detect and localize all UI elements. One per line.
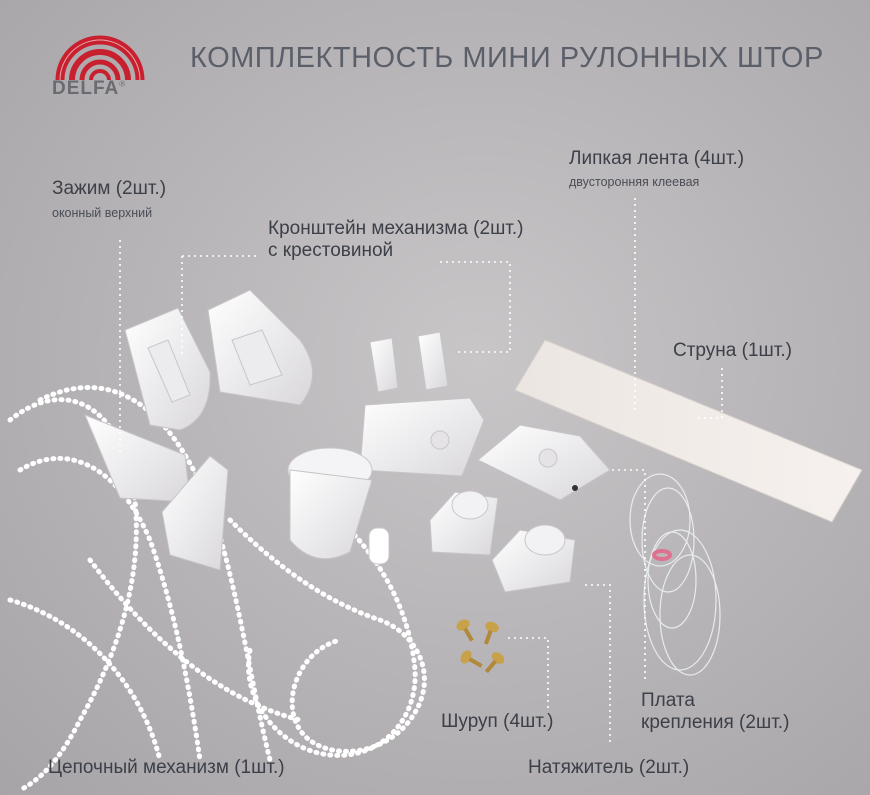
label-bracket-line1: Кронштейн механизма (2шт.)	[268, 218, 524, 239]
roller-mechanism	[287, 447, 390, 565]
adhesive-tape	[514, 339, 863, 523]
label-tape-note: двусторонняя клеевая	[569, 175, 700, 189]
label-clamp-note: оконный верхний	[52, 206, 153, 220]
label-clamp: Зажим (2шт.)	[52, 178, 167, 199]
label-chain: Цепочный механизм (1шт.)	[48, 757, 285, 778]
registered-mark: ®	[119, 79, 127, 89]
label-bracket-line2: с крестовиной	[268, 240, 394, 261]
delfa-logo	[48, 24, 158, 108]
label-tape: Липкая лента (4шт.)	[569, 148, 745, 169]
clamp-part	[84, 289, 313, 571]
label-plate-line2: крепления (2шт.)	[641, 712, 790, 733]
tensioner-part	[429, 490, 576, 593]
cross-piece	[369, 331, 449, 393]
brand-word: DELFA	[52, 78, 120, 99]
page-title: КОМПЛЕКТНОСТЬ МИНИ РУЛОННЫХ ШТОР	[190, 42, 824, 74]
screws	[456, 619, 505, 674]
brand-name: DELFA®	[52, 78, 126, 100]
delfa-logo-mark-icon	[55, 35, 145, 81]
string-coil	[629, 473, 721, 676]
label-plate-line1: Плата	[641, 690, 695, 711]
label-string: Струна (1шт.)	[673, 340, 792, 361]
label-screw: Шуруп (4шт.)	[441, 711, 554, 732]
leader-lines	[119, 198, 723, 745]
bracket-plates	[359, 397, 611, 501]
label-tensioner: Натяжитель (2шт.)	[528, 757, 690, 778]
